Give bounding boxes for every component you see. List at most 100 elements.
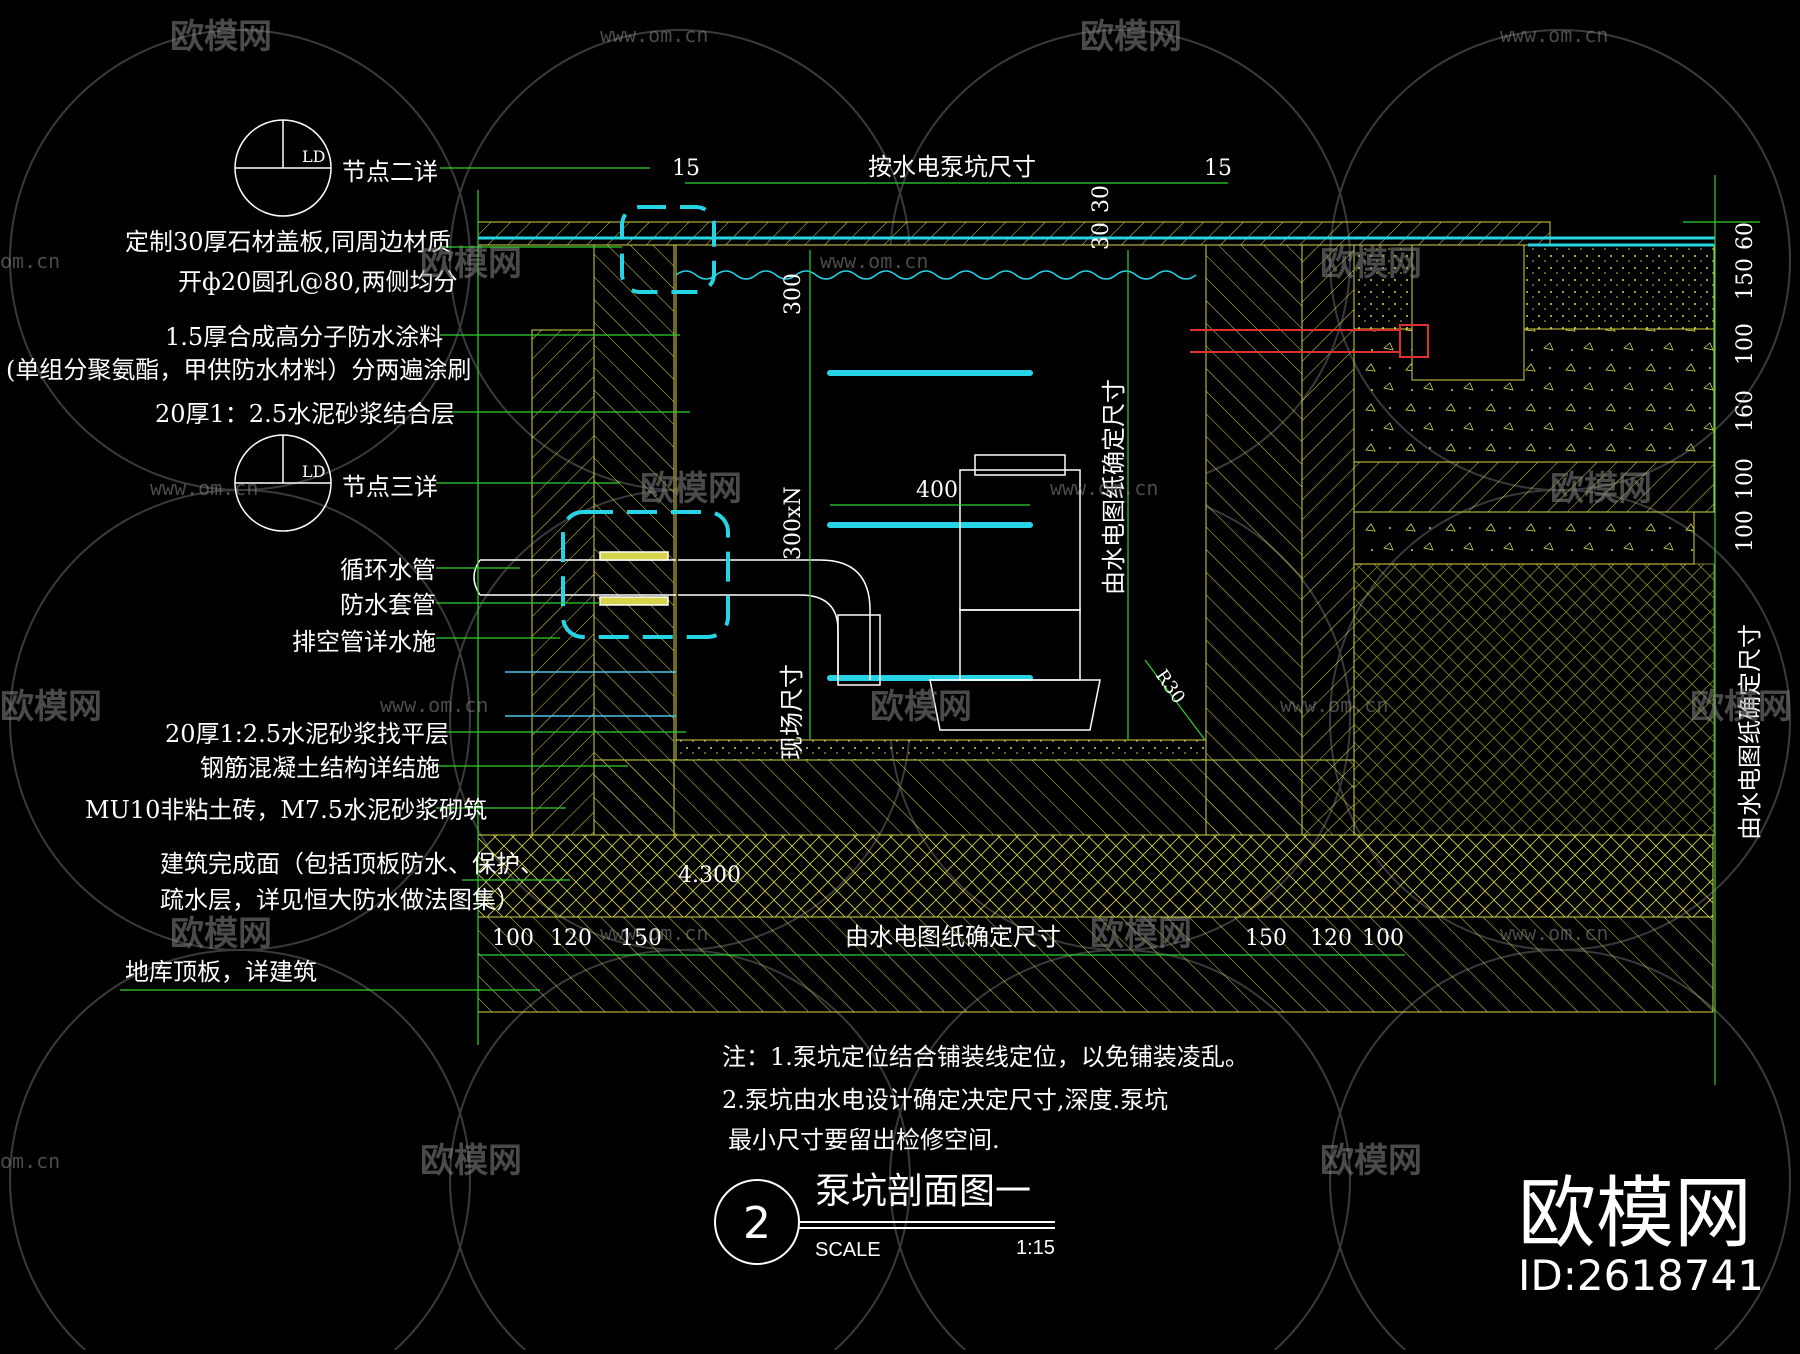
watermark-url: www.om.cn <box>380 693 488 717</box>
overflow-pipe <box>1190 324 1429 358</box>
dim-bottom-100b: 100 <box>1362 926 1404 951</box>
dim-depth-300: 300 <box>781 273 806 315</box>
watermark-id: ID:2618741 <box>1518 1251 1764 1300</box>
node1-tag: LD <box>302 147 325 166</box>
watermark-brand: 欧模网 <box>170 17 272 57</box>
watermark-brand-large: 欧模网 <box>1518 1169 1752 1259</box>
paving-layer-3 <box>1353 461 1715 513</box>
dim-pit-height: 由水电图纸确定尺寸 <box>1100 379 1128 595</box>
watermark-url: www.om.cn <box>820 249 928 273</box>
paving-layer-2 <box>1353 328 1715 463</box>
watermark-brand: 欧模网 <box>420 244 522 284</box>
concrete-wall-left <box>593 244 675 836</box>
dim-right-100a: 100 <box>1733 323 1758 365</box>
brick-wall-right <box>1301 244 1355 836</box>
cover-line1: 定制30厚石材盖板,同周边材质 <box>125 228 451 256</box>
watermark-brand: 欧模网 <box>1080 17 1182 57</box>
watermark-brand: 欧模网 <box>870 687 972 727</box>
detail-symbol-node2 <box>234 119 332 217</box>
note-line2: 2.泵坑由水电设计确定决定尺寸,深度.泵坑 <box>722 1086 1168 1114</box>
drain-pipe-label: 排空管详水施 <box>292 628 436 656</box>
watermark-texts: 欧模网 www.om.cn 欧模网 www.om.cn om.cn 欧模网 ww… <box>0 17 1792 1181</box>
watermark-brand: 欧模网 <box>420 1141 522 1181</box>
drawing-number-symbol <box>714 1179 1055 1265</box>
dim-field-size: 现场尺寸 <box>778 664 806 760</box>
watermark-brand: 欧模网 <box>1320 1141 1422 1181</box>
dim-right-150: 150 <box>1733 258 1758 300</box>
drain-channel <box>1411 244 1525 381</box>
watermark-brand: 欧模网 <box>1550 469 1652 509</box>
watermark-url: www.om.cn <box>600 921 708 945</box>
watermark-brand: 欧模网 <box>170 914 272 954</box>
paving-layer-4 <box>1353 511 1695 565</box>
node3-highlight <box>561 510 730 639</box>
dim-bottom-120b: 120 <box>1310 926 1352 951</box>
watermark-url: www.om.cn <box>600 23 708 47</box>
drain-pipe <box>505 671 676 717</box>
concrete-wall-right <box>1205 244 1303 836</box>
watermark-url: www.om.cn <box>1050 476 1158 500</box>
watermark-brand: 欧模网 <box>1090 914 1192 954</box>
circ-pipe-label: 循环水管 <box>340 556 436 584</box>
dim-top-left-gap: 15 <box>672 156 700 181</box>
watermark-brand: 欧模网 <box>640 469 742 509</box>
watermark-url: www.om.cn <box>150 476 258 500</box>
watermark-url: www.om.cn <box>1500 23 1608 47</box>
watermark-url: www.om.cn <box>1280 693 1388 717</box>
coating-line2: (单组分聚氨酯，甲供防水材料）分两遍涂刷 <box>6 356 471 384</box>
node2-label: 节点三详 <box>342 473 438 501</box>
dim-top-span: 按水电泵坑尺寸 <box>868 153 1036 181</box>
node1-label: 节点二详 <box>342 158 438 186</box>
dim-top-right-gap: 15 <box>1204 156 1232 181</box>
node2-tag: LD <box>302 462 325 481</box>
watermark-url: www.om.cn <box>1500 921 1608 945</box>
soil-layer <box>1353 563 1715 836</box>
note-line3: 最小尺寸要留出检修空间. <box>728 1126 1000 1154</box>
leveling-label: 20厚1:2.5水泥砂浆找平层 <box>165 720 449 748</box>
dim-bottom-span: 由水电图纸确定尺寸 <box>845 923 1061 951</box>
finish-layer <box>477 834 1714 918</box>
cover-line2: 开ф20圆孔@80,两侧均分 <box>178 268 458 296</box>
watermark-brand: 欧模网 <box>0 687 102 727</box>
concrete-label: 钢筋混凝土结构详结施 <box>200 754 440 782</box>
dim-right-span: 由水电图纸确定尺寸 <box>1736 624 1764 840</box>
cover-slab <box>477 221 1551 246</box>
coating-line1: 1.5厚合成高分子防水涂料 <box>165 323 443 351</box>
roof-slab-label: 地库顶板，详建筑 <box>125 958 317 986</box>
finish-line1: 建筑完成面（包括顶板防水、保护、 <box>160 850 544 878</box>
watermark-url-short: om.cn <box>0 1149 60 1173</box>
roof-slab <box>477 916 1714 1013</box>
dim-pump-width: 400 <box>916 478 958 503</box>
dim-bottom-100a: 100 <box>492 926 534 951</box>
submersible-pump <box>678 454 1101 731</box>
dim-bottom-150a: 150 <box>620 926 662 951</box>
water-level-line <box>675 270 1197 280</box>
sleeve-label: 防水套管 <box>340 591 436 619</box>
mortar-bond: 20厚1：2.5水泥砂浆结合层 <box>155 400 455 428</box>
watermark-url-short: om.cn <box>0 249 60 273</box>
drawing-number: 2 <box>743 1198 771 1249</box>
dim-bottom-120a: 120 <box>550 926 592 951</box>
scale-value: 1:15 <box>1016 1237 1055 1259</box>
detail-symbol-node3 <box>234 434 332 532</box>
pit-cavity <box>675 244 1207 741</box>
circulation-pipe <box>473 551 676 606</box>
watermark-brand: 欧模网 <box>1690 687 1792 727</box>
dim-right-60: 60 <box>1733 222 1758 250</box>
dim-right-160: 160 <box>1733 390 1758 432</box>
dim-elevation: 4.300 <box>678 863 741 888</box>
dim-depth-300xn: 300xN <box>781 486 806 560</box>
dimension-lines <box>120 167 1760 1085</box>
leveling-layer <box>675 739 1207 761</box>
drawing-title: 泵坑剖面图一 <box>815 1171 1031 1212</box>
dim-cover-30b: 30 <box>1089 222 1114 250</box>
dim-right-100c: 100 <box>1733 510 1758 552</box>
brick-label: MU10非粘土砖，M7.5水泥砂浆砌筑 <box>85 796 487 824</box>
dim-right-100b: 100 <box>1733 458 1758 500</box>
scale-label: SCALE <box>815 1239 881 1261</box>
dim-cover-30a: 30 <box>1089 185 1114 213</box>
note-line1: 注：1.泵坑定位结合铺装线定位，以免铺装凌乱。 <box>722 1043 1249 1071</box>
finish-line2: 疏水层，详见恒大防水做法图集） <box>160 886 520 914</box>
watermark-brand: 欧模网 <box>1320 244 1422 284</box>
